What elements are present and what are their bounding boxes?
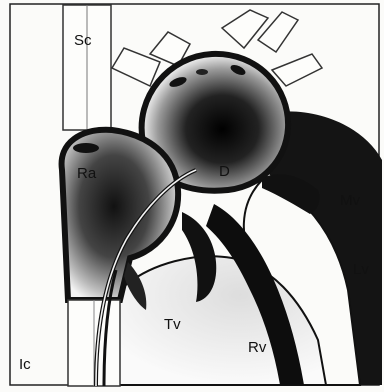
- label-tv: Tv: [164, 316, 181, 333]
- label-mv: Mv: [340, 192, 360, 209]
- label-sc: Sc: [74, 32, 92, 49]
- inferior-vena-cava: [68, 300, 120, 386]
- label-ic: Ic: [19, 356, 31, 373]
- superior-vena-cava: [63, 5, 111, 130]
- label-d: D: [219, 163, 230, 180]
- label-rv: Rv: [248, 339, 267, 356]
- label-ra: Ra: [77, 165, 97, 182]
- label-lv: Lv: [353, 261, 369, 278]
